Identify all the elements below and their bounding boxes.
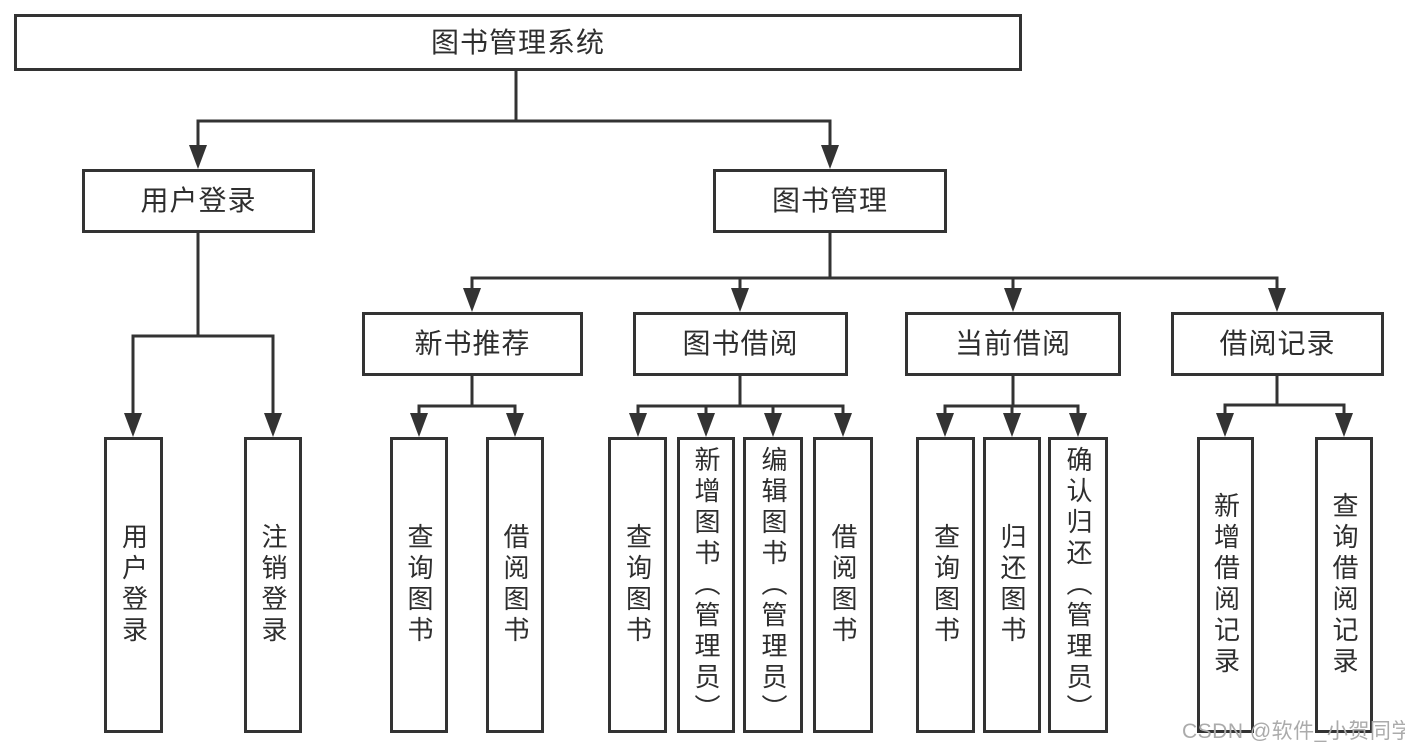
leaf-nb-query-books: 查询图书 — [390, 437, 448, 733]
leaf-nb-query-books-label: 查询图书 — [404, 523, 434, 647]
watermark: CSDN @软件_小贺同学 — [1182, 720, 1405, 743]
leaf-cb-query-books-label: 查询图书 — [930, 523, 961, 647]
leaf-cb-confirm-return-admin-label: 确认归还（管理员） — [1063, 445, 1093, 725]
leaf-cb-return-books: 归还图书 — [983, 437, 1041, 733]
leaf-bb-edit-books-admin-label: 编辑图书（管理员） — [758, 445, 788, 725]
leaf-cb-return-books-label: 归还图书 — [997, 523, 1027, 647]
node-user-login-label: 用户登录 — [140, 185, 257, 216]
node-new-book-rec-label: 新书推荐 — [414, 328, 531, 359]
node-current-borrow: 当前借阅 — [905, 312, 1121, 376]
leaf-br-query-record: 查询借阅记录 — [1315, 437, 1373, 733]
node-root: 图书管理系统 — [14, 14, 1022, 71]
leaf-cb-query-books: 查询图书 — [916, 437, 975, 733]
node-borrow-records: 借阅记录 — [1171, 312, 1384, 376]
leaf-logout: 注销登录 — [244, 437, 302, 733]
leaf-bb-query-books: 查询图书 — [608, 437, 667, 733]
node-book-borrow: 图书借阅 — [633, 312, 848, 376]
node-borrow-records-label: 借阅记录 — [1219, 328, 1336, 359]
node-book-mgmt-label: 图书管理 — [771, 185, 888, 216]
leaf-bb-query-books-label: 查询图书 — [622, 523, 653, 647]
node-book-borrow-label: 图书借阅 — [682, 328, 799, 359]
leaf-user-login-label: 用户登录 — [118, 523, 149, 647]
leaf-bb-edit-books-admin: 编辑图书（管理员） — [743, 437, 803, 733]
leaf-cb-confirm-return-admin: 确认归还（管理员） — [1048, 437, 1108, 733]
leaf-user-login: 用户登录 — [104, 437, 163, 733]
leaf-br-add-record: 新增借阅记录 — [1197, 437, 1254, 733]
leaf-nb-borrow-books: 借阅图书 — [486, 437, 544, 733]
node-new-book-rec: 新书推荐 — [362, 312, 583, 376]
leaf-nb-borrow-books-label: 借阅图书 — [500, 523, 530, 647]
leaf-bb-borrow-books: 借阅图书 — [813, 437, 873, 733]
node-book-mgmt: 图书管理 — [713, 169, 947, 233]
node-user-login: 用户登录 — [82, 169, 315, 233]
leaf-br-query-record-label: 查询借阅记录 — [1329, 492, 1359, 678]
node-root-label: 图书管理系统 — [430, 26, 605, 58]
node-current-borrow-label: 当前借阅 — [954, 328, 1071, 359]
leaf-br-add-record-label: 新增借阅记录 — [1210, 492, 1241, 678]
leaf-bb-borrow-books-label: 借阅图书 — [828, 523, 858, 647]
leaf-bb-add-books-admin-label: 新增图书（管理员） — [691, 445, 721, 725]
leaf-bb-add-books-admin: 新增图书（管理员） — [677, 437, 735, 733]
leaf-logout-label: 注销登录 — [258, 523, 288, 647]
